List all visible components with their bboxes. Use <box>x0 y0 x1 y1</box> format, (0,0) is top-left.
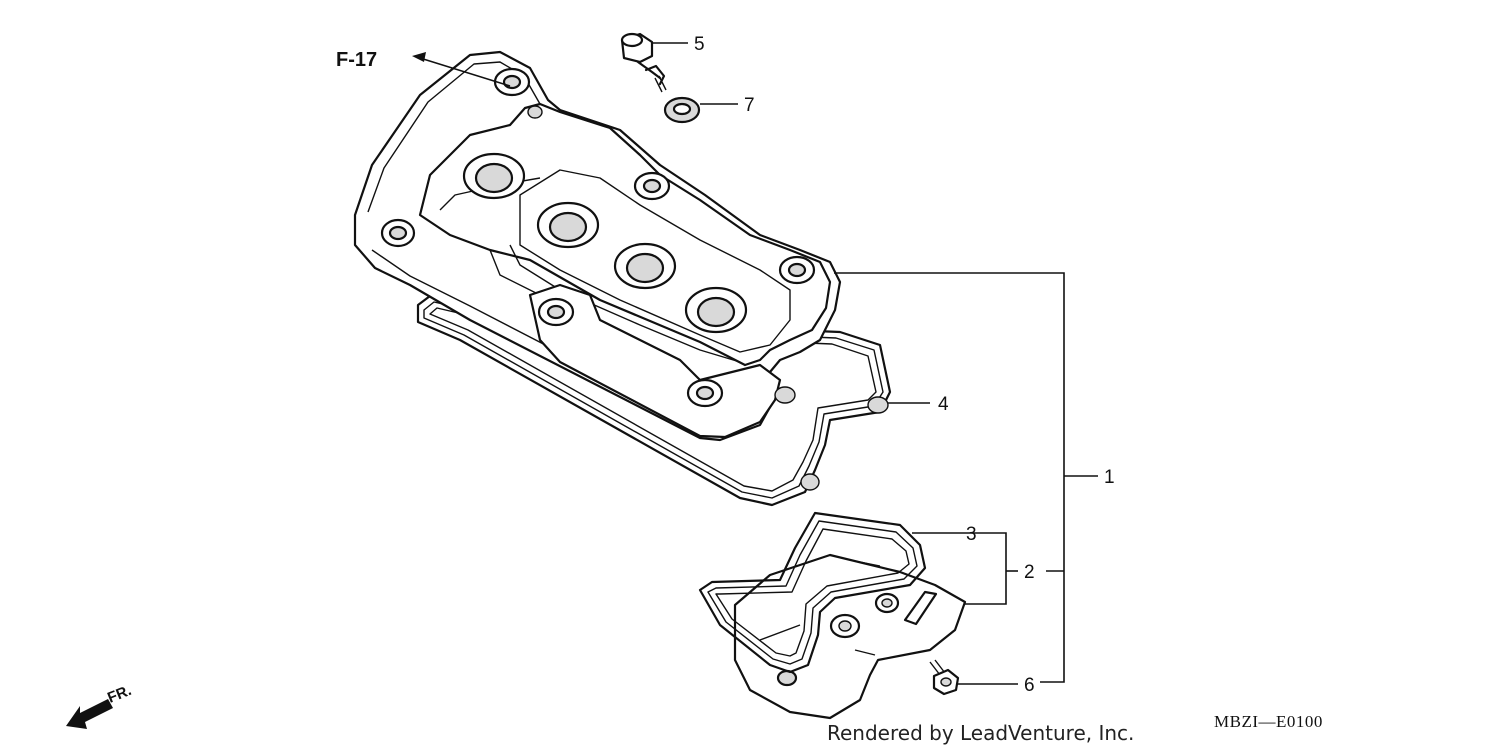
credit-text: Rendered by LeadVenture, Inc. <box>827 721 1134 745</box>
breather-gasket <box>698 511 927 674</box>
diagram-code: MBZI—E0100 <box>1214 712 1323 731</box>
bolt-boss <box>686 378 724 408</box>
callout-5: 5 <box>694 34 705 55</box>
bolt-part-5 <box>620 32 667 93</box>
front-direction-label: FR. <box>105 682 134 707</box>
callout-1: 1 <box>1104 467 1115 488</box>
callout-6: 6 <box>1024 675 1035 696</box>
callout-7: 7 <box>744 95 755 116</box>
spark-plug-hole <box>684 286 748 334</box>
front-arrow-icon: FR. <box>66 682 134 729</box>
breather-plate <box>733 553 967 720</box>
reference-label: F-17 <box>336 49 377 71</box>
spark-plug-hole <box>613 242 677 290</box>
washer-part-7 <box>663 96 701 124</box>
callout-2: 2 <box>1024 562 1035 583</box>
bolt-boss <box>380 218 416 248</box>
bolt-boss <box>537 297 575 327</box>
bolt-boss <box>633 171 671 201</box>
spark-plug-hole <box>462 152 526 200</box>
leader-lines <box>412 42 1098 685</box>
bolt-part-6 <box>929 659 960 696</box>
spark-plug-hole <box>536 201 600 249</box>
cylinder-head-cover <box>353 50 842 442</box>
callout-4: 4 <box>938 394 949 415</box>
bolt-boss <box>778 255 816 285</box>
bolt-boss <box>493 67 531 97</box>
callout-3: 3 <box>966 524 977 545</box>
